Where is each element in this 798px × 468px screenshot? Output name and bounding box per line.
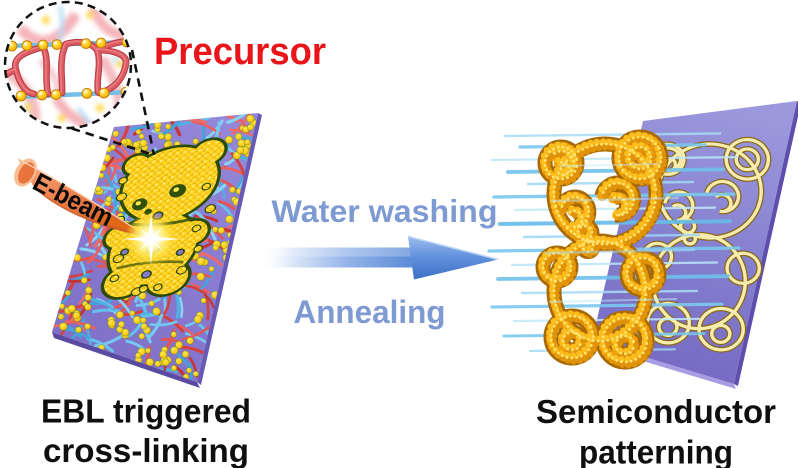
- svg-text:EBL triggered: EBL triggered: [41, 394, 251, 431]
- svg-text:Annealing: Annealing: [294, 294, 446, 330]
- svg-text:patterning: patterning: [579, 435, 733, 468]
- svg-text:Precursor: Precursor: [154, 31, 326, 73]
- svg-text:cross-linking: cross-linking: [43, 433, 249, 468]
- svg-text:Semiconductor: Semiconductor: [536, 394, 776, 431]
- svg-text:Water washing: Water washing: [272, 193, 498, 229]
